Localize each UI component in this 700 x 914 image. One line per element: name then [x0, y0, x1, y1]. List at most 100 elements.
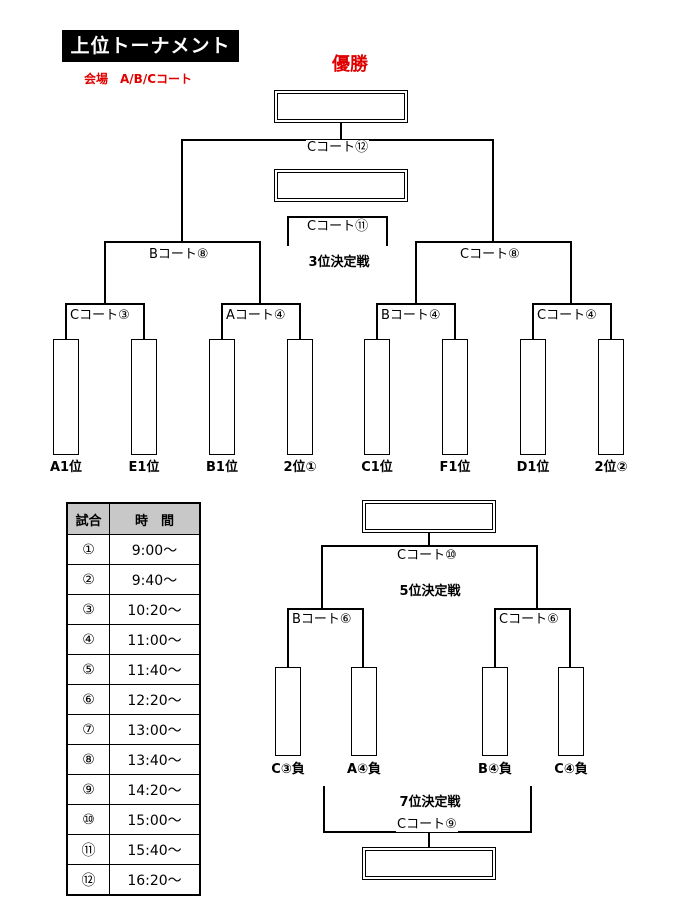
- qf-court-label: Cコート③: [69, 308, 131, 323]
- qf-court-label: Bコート④: [380, 308, 442, 323]
- team-box: [275, 667, 301, 756]
- lower-right-court-label: Cコート⑥: [498, 612, 560, 627]
- match-time: 15:40～: [109, 834, 201, 865]
- seventh-place-label: 7位決定戦: [399, 795, 461, 810]
- team-box: [351, 667, 377, 756]
- bracket-line: [569, 608, 571, 667]
- match-time: 11:00～: [109, 624, 201, 655]
- team-box: [442, 339, 468, 455]
- bracket-line: [536, 545, 538, 609]
- bracket-line: [65, 303, 67, 339]
- match-number: ②: [66, 564, 110, 595]
- bracket-line: [454, 303, 456, 339]
- team-label: E1位: [128, 460, 160, 475]
- seventh-court-label: Cコート⑨: [396, 817, 458, 832]
- bracket-line: [287, 608, 289, 667]
- team-label: 2位②: [594, 460, 628, 475]
- bracket-line: [428, 533, 430, 546]
- match-time: 16:20～: [109, 864, 201, 896]
- match-time: 10:20～: [109, 594, 201, 625]
- champion-box: [274, 90, 408, 123]
- bracket-line: [530, 786, 532, 833]
- semi-left-court-label: Bコート⑧: [148, 247, 210, 262]
- bracket-line: [532, 303, 534, 339]
- team-label: A1位: [49, 460, 83, 475]
- team-box: [520, 339, 546, 455]
- champion-label: 優勝: [332, 54, 368, 75]
- venue-label: 会場 A/B/Cコート: [84, 72, 193, 86]
- match-number: ⑦: [66, 714, 110, 745]
- team-label: B④負: [478, 762, 512, 777]
- lower-left-court-label: Bコート⑥: [291, 612, 353, 627]
- bracket-line: [340, 123, 342, 140]
- bracket-line: [299, 303, 301, 339]
- bracket-line: [143, 303, 145, 339]
- third-place-box: [274, 169, 408, 202]
- bracket-line: [494, 608, 496, 667]
- bracket-line: [428, 831, 430, 847]
- schedule-header-time: 時 間: [109, 502, 201, 535]
- match-number: ⑤: [66, 654, 110, 685]
- bracket-line: [386, 216, 388, 246]
- bracket-line: [287, 216, 289, 246]
- team-label: 2位①: [283, 460, 317, 475]
- bracket-line: [287, 216, 388, 218]
- match-time: 9:40～: [109, 564, 201, 595]
- bracket-line: [415, 241, 572, 243]
- match-number: ③: [66, 594, 110, 625]
- team-box: [558, 667, 584, 756]
- semi-right-court-label: Cコート⑧: [459, 247, 521, 262]
- team-box: [482, 667, 508, 756]
- schedule-header-match: 試合: [66, 502, 110, 535]
- team-box: [131, 339, 157, 455]
- tournament-title: 上位トーナメント: [62, 30, 239, 62]
- match-time: 13:40～: [109, 744, 201, 775]
- seventh-place-box: [362, 847, 496, 880]
- match-number: ④: [66, 624, 110, 655]
- team-label: B1位: [206, 460, 238, 475]
- third-place-label: 3位決定戦: [308, 255, 370, 270]
- bracket-line: [323, 786, 325, 833]
- team-box: [209, 339, 235, 455]
- match-time: 12:20～: [109, 684, 201, 715]
- bracket-line: [104, 241, 261, 243]
- team-box: [287, 339, 313, 455]
- bracket-line: [492, 139, 494, 242]
- bracket-line: [610, 303, 612, 339]
- team-box: [53, 339, 79, 455]
- qf-court-label: Cコート④: [536, 308, 598, 323]
- bracket-line: [287, 608, 364, 610]
- bracket-line: [104, 241, 106, 304]
- bracket-line: [321, 545, 538, 547]
- bracket-line: [376, 303, 456, 305]
- bracket-line: [362, 608, 364, 667]
- team-box: [598, 339, 624, 455]
- bracket-line: [570, 241, 572, 304]
- bracket-line: [494, 608, 571, 610]
- bracket-line: [221, 303, 223, 339]
- bracket-line: [221, 303, 301, 305]
- match-time: 11:40～: [109, 654, 201, 685]
- match-number: ⑧: [66, 744, 110, 775]
- team-label: C1位: [361, 460, 393, 475]
- bracket-line: [65, 303, 145, 305]
- match-number: ⑨: [66, 774, 110, 805]
- qf-court-label: Aコート④: [225, 308, 287, 323]
- match-time: 15:00～: [109, 804, 201, 835]
- fifth-court-label: Cコート⑩: [396, 548, 458, 563]
- team-box: [364, 339, 390, 455]
- fifth-place-box: [362, 500, 496, 533]
- match-time: 13:00～: [109, 714, 201, 745]
- match-number: ⑪: [66, 834, 110, 865]
